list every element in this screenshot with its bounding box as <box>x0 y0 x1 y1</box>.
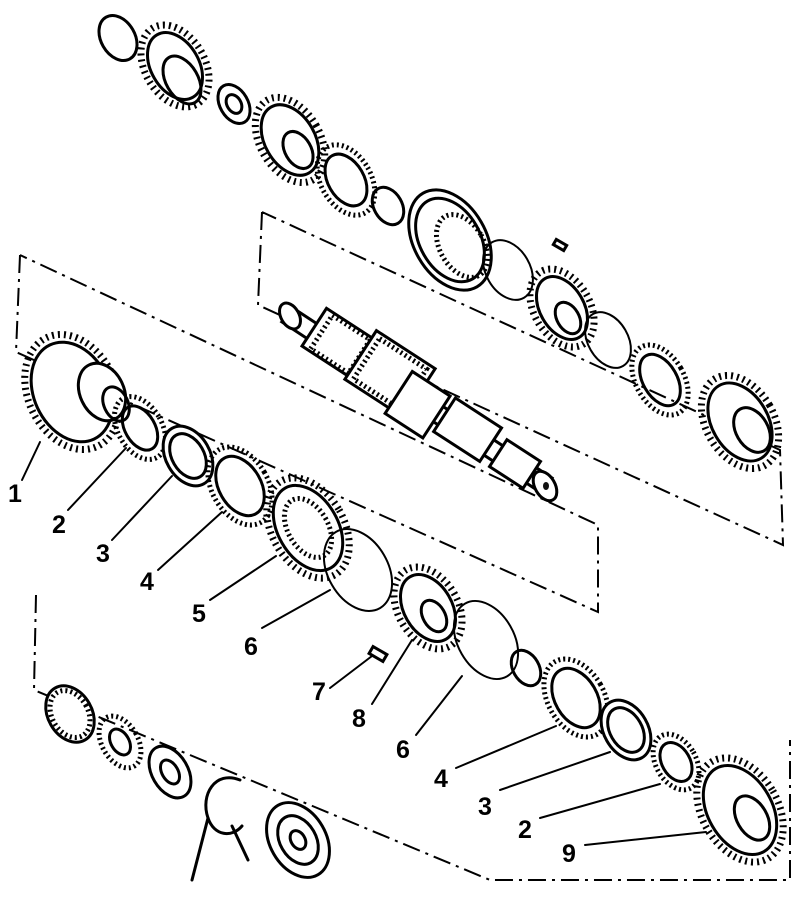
top-key <box>551 237 569 253</box>
callout-5: 5 <box>192 600 206 628</box>
part-8-hub <box>390 563 466 653</box>
main-shaft <box>278 301 559 503</box>
top-snap-ring <box>97 14 139 62</box>
top-hub <box>526 265 598 351</box>
part-6-wire-ring-lower <box>452 600 520 680</box>
top-bevel-gear <box>137 21 213 111</box>
part-4-synchro-ring <box>205 444 275 528</box>
thrust-washer <box>96 713 144 771</box>
top-wire-ring-2 <box>584 311 632 369</box>
callout-2: 2 <box>52 511 66 539</box>
top-synchro-sleeve <box>407 188 493 292</box>
part-2-synchro-ring-lower <box>650 731 702 793</box>
ball-bearing <box>265 801 331 879</box>
circlip <box>190 776 250 882</box>
top-synchro-ring-2 <box>629 342 691 418</box>
callout-2-lower: 2 <box>518 816 532 844</box>
leader-lines <box>21 441 707 846</box>
part-1-gear <box>21 331 131 453</box>
top-synchro-ring <box>314 142 378 218</box>
top-wire-ring <box>482 239 534 301</box>
callout-6-lower: 6 <box>396 736 410 764</box>
part-3-cone <box>161 424 215 488</box>
callout-9: 9 <box>562 840 576 868</box>
callout-3: 3 <box>96 540 110 568</box>
part-3-cone-lower <box>599 698 653 762</box>
callout-6: 6 <box>244 633 258 661</box>
callout-1: 1 <box>8 480 22 508</box>
top-gear-c <box>697 371 783 473</box>
callout-7: 7 <box>312 678 326 706</box>
callout-3-lower: 3 <box>478 793 492 821</box>
part-9-gear <box>693 754 787 866</box>
small-clip-lower <box>509 648 543 688</box>
reference-frames <box>14 211 791 881</box>
top-small-bearing <box>216 83 252 125</box>
callout-4-lower: 4 <box>434 765 448 793</box>
part-2-synchro-ring <box>111 394 169 462</box>
top-gear-b <box>251 93 329 187</box>
part-4-synchro-ring-lower <box>541 656 611 740</box>
part-6-wire-ring <box>322 528 394 612</box>
callout-labels: 1 2 3 4 5 6 7 8 6 4 3 2 9 <box>8 480 576 868</box>
needle-bearing <box>44 684 96 744</box>
flat-washer <box>147 744 193 800</box>
callout-4: 4 <box>140 568 154 596</box>
part-7-key <box>367 644 389 664</box>
callout-8: 8 <box>352 705 366 733</box>
top-clip <box>370 185 406 227</box>
